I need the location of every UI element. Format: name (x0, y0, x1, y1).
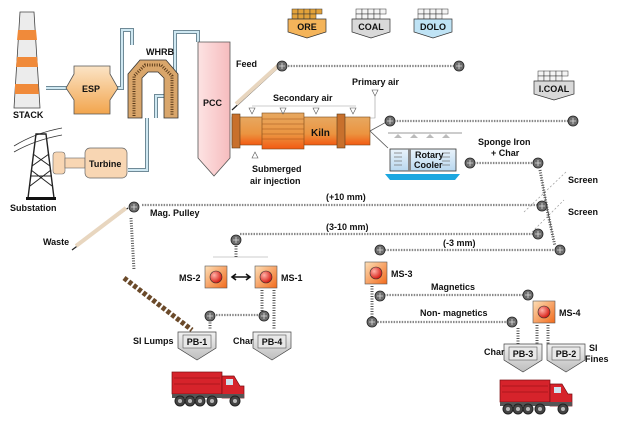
ms1-label: MS-1 (281, 273, 303, 283)
pulley-icon (532, 228, 544, 240)
si-fines-label-1: SI (589, 343, 598, 353)
minus3-label: (-3 mm) (443, 238, 476, 248)
pulley-icon (567, 115, 579, 127)
pb4-label: PB-4 (262, 337, 283, 347)
screen-label-2: Screen (568, 207, 598, 217)
pulley-icon (374, 244, 386, 256)
hopper-label: I.COAL (539, 84, 570, 94)
gas-pipes (46, 28, 200, 172)
char-left-label: Char (233, 336, 254, 346)
magnetics-label: Magnetics (431, 282, 475, 292)
primary-air-label: Primary air (352, 77, 400, 87)
si-fines-label-2: Fines (585, 354, 609, 364)
rotary-label-2: Cooler (414, 160, 443, 170)
pb3-label: PB-3 (513, 349, 534, 359)
pulley-icon (536, 200, 548, 212)
esp-label: ESP (82, 84, 100, 94)
ms2-label: MS-2 (179, 273, 201, 283)
submerged-label-1: Submerged (252, 164, 302, 174)
pb1-label: PB-1 (187, 337, 208, 347)
secondary-air-label: Secondary air (273, 93, 333, 103)
pulley-icon (204, 310, 216, 322)
non-magnetics-label: Non- magnetics (420, 308, 488, 318)
mid-size-label: (3-10 mm) (326, 222, 369, 232)
ms-section-left: MS-2 MS-1 (179, 246, 303, 330)
pulley-icon (453, 60, 465, 72)
dump-truck-icon (499, 379, 573, 415)
feed-conveyor: Feed (231, 59, 456, 111)
hopper-label: ORE (297, 22, 317, 32)
whrb-label: WHRB (146, 47, 174, 57)
pulley-icon (258, 310, 270, 322)
hopper-label: DOLO (420, 22, 446, 32)
rotary-cooler: Rotary Cooler Sponge Iron + Char (385, 132, 535, 180)
kiln-label: Kiln (311, 128, 330, 139)
pulley-icon (464, 157, 476, 169)
pulley-icon (366, 316, 378, 328)
pulley-icon (276, 60, 288, 72)
pulley-icon (374, 290, 386, 302)
pulley-icon (230, 234, 242, 246)
plus10-label: (+10 mm) (326, 192, 366, 202)
bin-pb3: PB-3 (503, 343, 543, 373)
raw-material-hoppers: ORE COAL DOLO I.COAL (287, 8, 575, 101)
pulley-icon (522, 289, 534, 301)
screen-label-1: Screen (568, 175, 598, 185)
hopper-ore-icon: ORE (287, 8, 327, 39)
ms4-label: MS-4 (559, 308, 581, 318)
pulley-icon (384, 115, 396, 127)
waste-label: Waste (43, 237, 69, 247)
pcc-label: PCC (203, 98, 223, 108)
substation: Substation (10, 127, 63, 213)
turbine-label: Turbine (89, 159, 121, 169)
sponge-iron-label-2: + Char (491, 148, 520, 158)
submerged-label-2: air injection (250, 176, 301, 186)
hopper-coal-icon: COAL (351, 8, 391, 39)
product-bins: PB-1 PB-4PB-3 PB-2 (177, 331, 586, 373)
mag-pulley-section: Waste Mag. Pulley (43, 206, 200, 332)
hopper-label: COAL (358, 22, 384, 32)
mag-pulley-label: Mag. Pulley (150, 208, 200, 218)
bin-pb2: PB-2 (546, 343, 586, 373)
hopper-icoal-icon: I.COAL (533, 70, 575, 101)
esp: ESP (65, 65, 119, 115)
ms-section-right: MS-3 Magnetics Non- magnetics MS-4 (364, 261, 581, 344)
pulley-icon (506, 316, 518, 328)
si-lumps-label: SI Lumps (133, 336, 174, 346)
ms3-label: MS-3 (391, 269, 413, 279)
substation-label: Substation (10, 203, 57, 213)
kiln: Secondary air Primary air Kiln Submerged… (231, 77, 400, 186)
pulley-icon (128, 201, 140, 213)
bin-pb4: PB-4 (252, 331, 292, 361)
sponge-iron-label-1: Sponge Iron (478, 137, 531, 147)
char-right-label: Char (484, 347, 505, 357)
pulley-icon (532, 157, 544, 169)
stack: STACK (13, 11, 44, 120)
dump-truck-icon (171, 371, 245, 407)
pb2-label: PB-2 (556, 349, 577, 359)
pulley-icon (554, 244, 566, 256)
conveyor-pulleys (128, 60, 579, 328)
pcc: PCC (197, 41, 231, 177)
dump-trucks (171, 371, 573, 415)
turbine: Turbine (52, 147, 128, 179)
bin-pb1: PB-1 (177, 331, 217, 361)
feed-label: Feed (236, 59, 257, 69)
rotary-label-1: Rotary (415, 150, 444, 160)
whrb: WHRB (127, 47, 179, 119)
stack-label: STACK (13, 110, 44, 120)
hopper-dolo-icon: DOLO (413, 8, 453, 39)
size-fraction-conveyors: (+10 mm) (3-10 mm) (-3 mm) (142, 192, 560, 252)
